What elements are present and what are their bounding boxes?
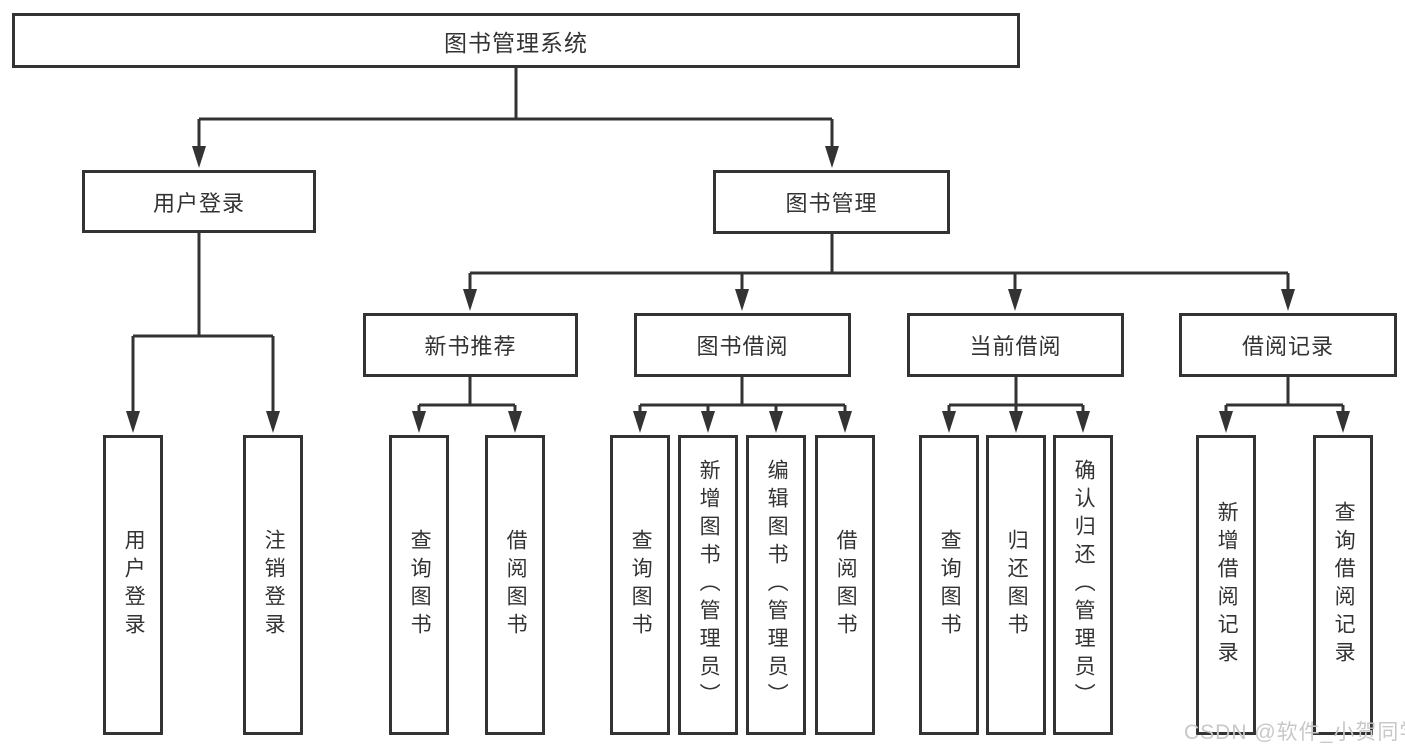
node-label: 新书推荐 (424, 334, 517, 359)
leaf-query-books-borrowing: 查询图书 (610, 435, 670, 735)
leaf-borrow-books-recommend: 借阅图书 (485, 435, 545, 735)
node-borrowing-records: 借阅记录 (1179, 313, 1397, 377)
node-label: 新增借阅记录 (1215, 501, 1239, 669)
leaf-query-borrow-record: 查询借阅记录 (1313, 435, 1373, 735)
node-label: 查询图书 (938, 529, 962, 641)
node-label: 图书管理 (785, 191, 878, 216)
leaf-confirm-return-admin: 确认归还（管理员） (1053, 435, 1113, 735)
leaf-logout: 注销登录 (243, 435, 303, 735)
node-label: 注销登录 (262, 529, 286, 641)
node-new-book-recommendation: 新书推荐 (363, 313, 578, 377)
node-label: 归还图书 (1005, 529, 1029, 641)
node-label: 借阅图书 (504, 529, 528, 641)
leaf-query-books-current: 查询图书 (919, 435, 979, 735)
node-label: 查询图书 (408, 529, 432, 641)
leaf-add-book-admin: 新增图书（管理员） (678, 435, 738, 735)
node-label: 编辑图书（管理员） (765, 459, 789, 711)
node-label: 借阅记录 (1241, 334, 1334, 359)
node-label: 确认归还（管理员） (1072, 459, 1096, 711)
leaf-borrow-books-borrowing: 借阅图书 (815, 435, 875, 735)
node-library-management-system: 图书管理系统 (12, 13, 1020, 68)
node-label: 用户登录 (152, 190, 245, 216)
csdn-watermark: CSDN @软件_小贺同学 (1184, 721, 1405, 744)
leaf-add-borrow-record: 新增借阅记录 (1196, 435, 1256, 735)
node-book-borrowing: 图书借阅 (634, 313, 851, 377)
node-label: 借阅图书 (834, 529, 858, 641)
leaf-user-login: 用户登录 (103, 435, 163, 735)
node-current-borrowing: 当前借阅 (907, 313, 1124, 377)
node-label: 图书借阅 (696, 334, 789, 359)
leaf-query-books-recommend: 查询图书 (389, 435, 449, 735)
node-label: 新增图书（管理员） (697, 459, 721, 711)
arrow-heads (126, 146, 1350, 433)
node-label: 用户登录 (122, 529, 146, 641)
node-label: 当前借阅 (969, 334, 1062, 359)
leaf-edit-book-admin: 编辑图书（管理员） (746, 435, 806, 735)
node-user-login: 用户登录 (82, 170, 316, 233)
node-label: 图书管理系统 (444, 29, 588, 56)
node-label: 查询图书 (629, 529, 653, 641)
node-label: 查询借阅记录 (1332, 501, 1356, 669)
node-book-management: 图书管理 (713, 170, 950, 234)
leaf-return-books: 归还图书 (986, 435, 1046, 735)
